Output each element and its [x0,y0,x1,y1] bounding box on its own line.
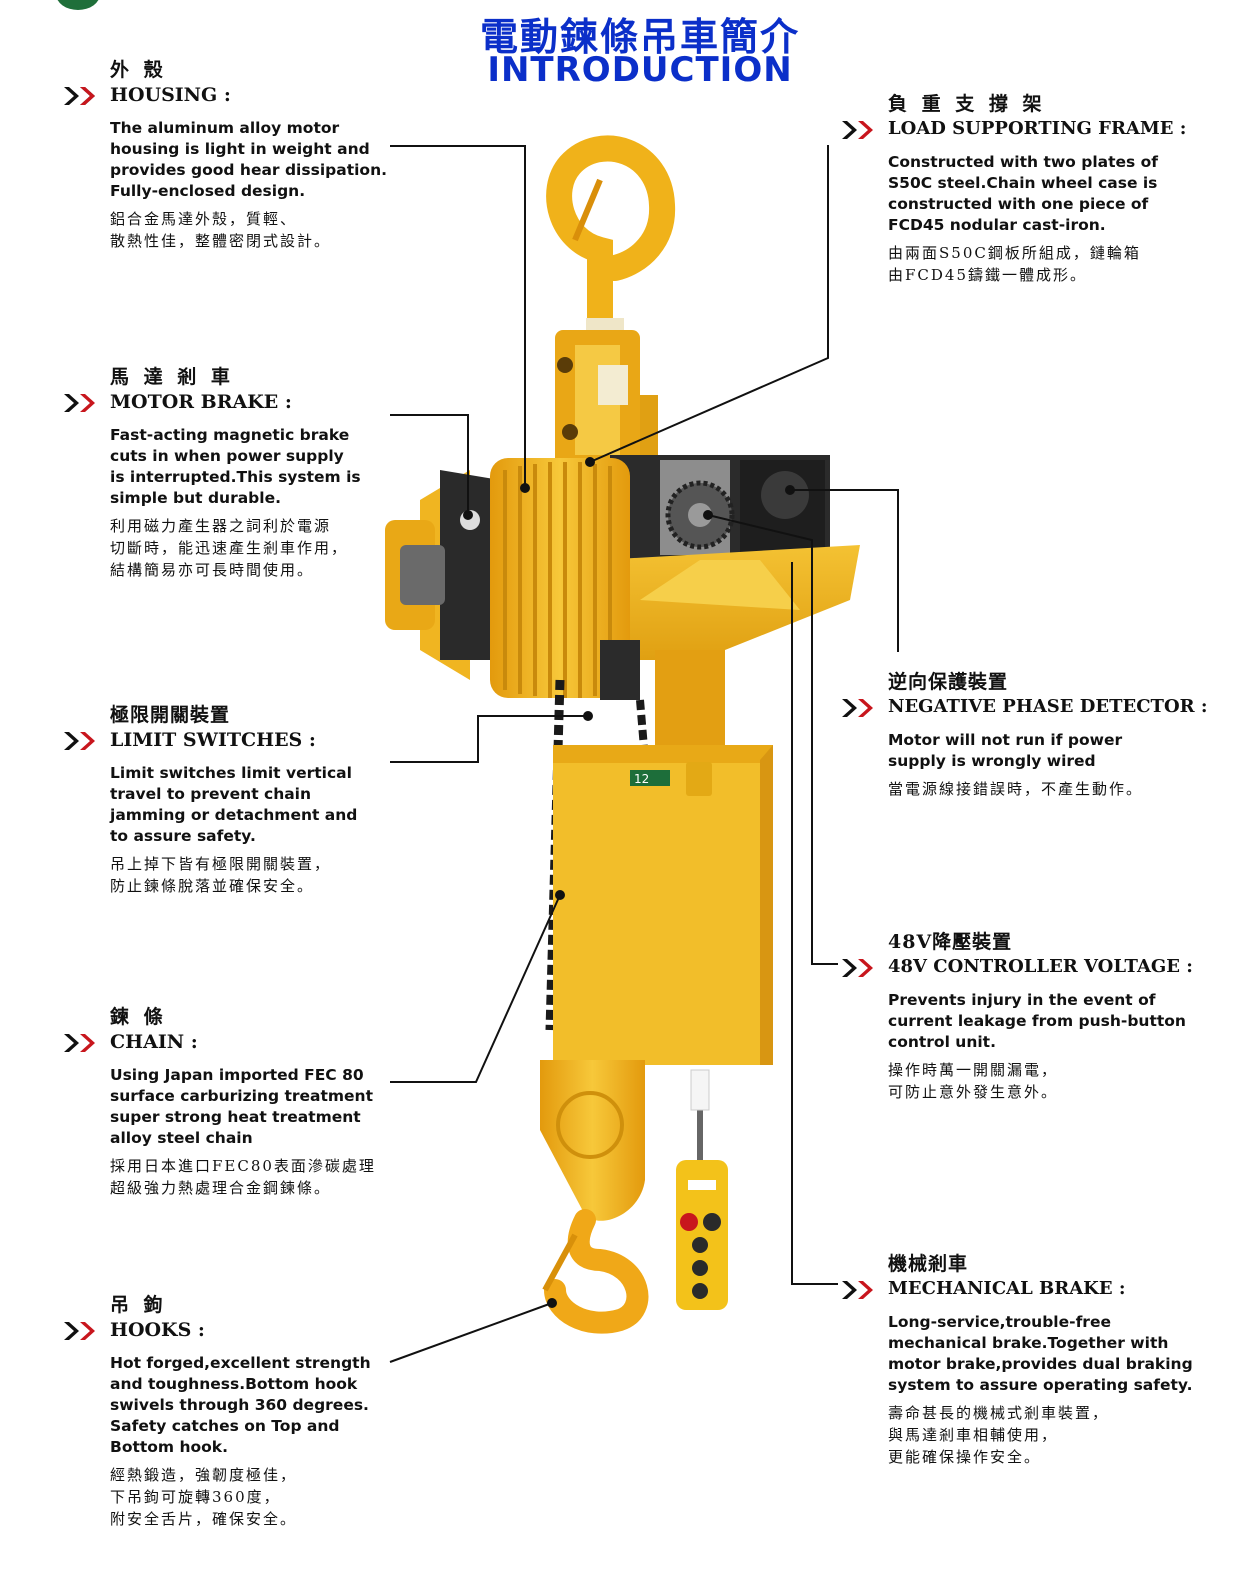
feature-description-en: The aluminum alloy motor housing is ligh… [110,119,387,200]
double-chevron-icon [842,1281,873,1299]
feature-description-en: Prevents injury in the event of current … [888,991,1186,1051]
feature-title-en: MECHANICAL BRAKE [888,1276,1125,1302]
feature-description-zh: 鋁合金馬達外殼，質輕、 散熱性佳，整體密閉式設計。 [110,210,332,250]
chain-container: 12 [553,745,773,1065]
feature-chain: 鍊 條 CHAIN Using Japan imported FEC 80 su… [62,1005,392,1199]
feature-title-en: LOAD SUPPORTING FRAME [888,116,1186,142]
hoist-body-tray [600,545,860,760]
feature-title-en: HOUSING [110,82,231,108]
feature-title-zh: 外 殼 [110,59,167,81]
double-chevron-icon [64,732,95,750]
suspension-yoke [555,330,658,470]
feature-mechanical-brake: 機械剎車 MECHANICAL BRAKE Long-service,troub… [840,1252,1200,1468]
feature-title-zh: 48V降壓裝置 [888,931,1013,953]
feature-title-en: LIMIT SWITCHES [110,727,316,753]
top-hook [546,135,676,348]
motor-housing [385,458,640,700]
feature-title-zh: 負 重 支 撐 架 [888,93,1046,115]
feature-description-en: Hot forged,excellent strength and toughn… [110,1354,371,1456]
feature-description-zh: 採用日本進口FEC80表面滲碳處理 超級強力熱處理合金鋼鍊條。 [110,1157,376,1197]
page-title-en: INTRODUCTION [487,50,793,90]
feature-description-en: Constructed with two plates of S50C stee… [888,153,1159,234]
gearbox [610,455,830,565]
feature-title-en: MOTOR BRAKE [110,389,292,415]
corner-logo-icon [57,0,99,10]
feature-hooks: 吊 鉤 HOOKS Hot forged,excellent strength … [62,1293,392,1530]
feature-title-zh: 吊 鉤 [110,1294,167,1316]
block-label: 12 [634,772,649,786]
feature-motor-brake: 馬 達 剎 車 MOTOR BRAKE Fast-acting magnetic… [62,365,392,581]
feature-load-supporting-frame: 負 重 支 撐 架 LOAD SUPPORTING FRAME Construc… [840,92,1200,286]
feature-title-zh: 逆向保護裝置 [888,671,1009,693]
feature-title-en: HOOKS [110,1317,205,1343]
feature-description-zh: 當電源線接錯誤時，不產生動作。 [888,780,1144,798]
double-chevron-icon [64,1034,95,1052]
pendant-controller [676,1069,728,1310]
bottom-hook [540,1060,649,1334]
feature-description-zh: 吊上掉下皆有極限開關裝置， 防止鍊條脫落並確保安全。 [110,855,332,895]
double-chevron-icon [842,959,873,977]
feature-title-en: CHAIN [110,1029,198,1055]
feature-limit-switches: 極限開關裝置 LIMIT SWITCHES Limit switches lim… [62,703,392,897]
feature-title-zh: 馬 達 剎 車 [110,366,234,388]
feature-description-zh: 壽命甚長的機械式剎車裝置， 與馬達剎車相輔使用， 更能確保操作安全。 [888,1404,1110,1466]
leader-lines [389,145,899,1363]
feature-description-en: Motor will not run if power supply is wr… [888,731,1123,770]
feature-description-en: Using Japan imported FEC 80 surface carb… [110,1066,373,1147]
feature-description-zh: 由兩面S50C鋼板所組成，鏈輪箱 由FCD45鑄鐵一體成形。 [888,244,1141,284]
feature-title-en: 48V CONTROLLER VOLTAGE [888,954,1193,980]
feature-title-en: NEGATIVE PHASE DETECTOR [888,694,1208,720]
feature-title-zh: 機械剎車 [888,1253,969,1275]
double-chevron-icon [842,699,873,717]
feature-48v-controller-voltage: 48V降壓裝置 48V CONTROLLER VOLTAGE Prevents … [840,930,1200,1103]
page-title-zh: 電動鍊條吊車簡介 [479,15,800,59]
double-chevron-icon [64,1322,95,1340]
double-chevron-icon [842,121,873,139]
feature-housing: 外 殼 HOUSING The aluminum alloy motor hou… [62,58,392,252]
feature-title-zh: 極限開關裝置 [110,704,231,726]
double-chevron-icon [64,394,95,412]
feature-description-zh: 經熱鍛造，強韌度極佳， 下吊鉤可旋轉360度， 附安全舌片，確保安全。 [110,1466,298,1528]
feature-description-en: Limit switches limit vertical travel to … [110,764,358,845]
feature-title-zh: 鍊 條 [110,1006,167,1028]
feature-description-zh: 操作時萬一開關漏電， 可防止意外發生意外。 [888,1061,1059,1101]
feature-description-zh: 利用磁力產生器之詞利於電源 切斷時，能迅速產生剎車作用， 結構簡易亦可長時間使用… [110,517,349,579]
feature-description-en: Long-service,trouble-free mechanical bra… [888,1313,1193,1394]
feature-negative-phase-detector: 逆向保護裝置 NEGATIVE PHASE DETECTOR Motor wil… [840,670,1200,800]
double-chevron-icon [64,87,95,105]
feature-description-en: Fast-acting magnetic brake cuts in when … [110,426,361,507]
